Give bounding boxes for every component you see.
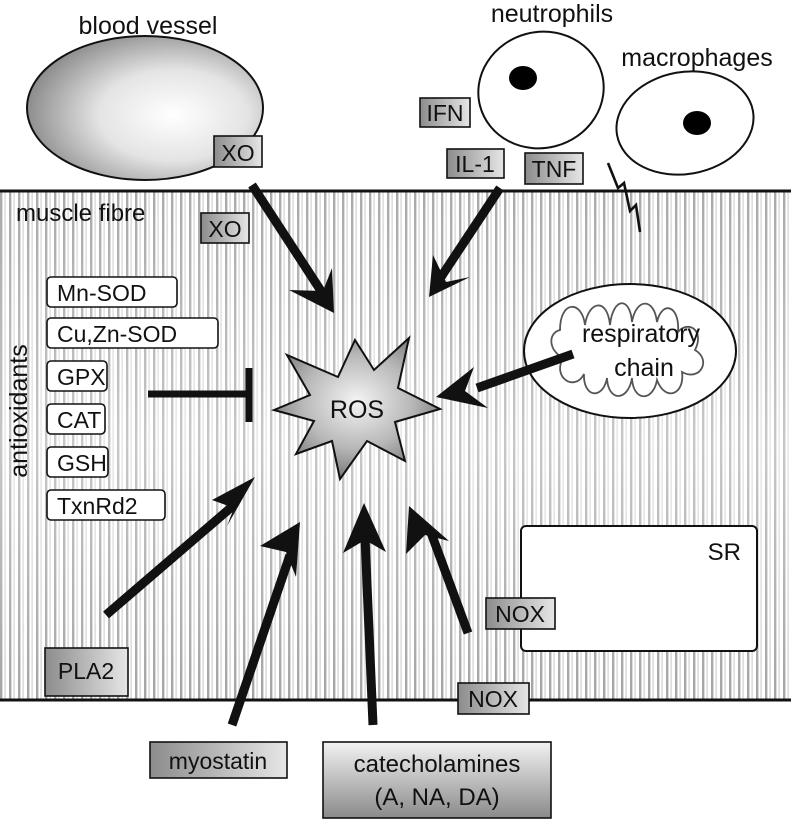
antioxidant-box — [46, 403, 106, 435]
antioxidant-box — [46, 317, 219, 349]
antioxidant-box — [46, 446, 109, 478]
chain-label: chain — [614, 354, 674, 382]
sarcoplasmic-reticulum — [520, 525, 758, 652]
macrophage-cell — [615, 70, 755, 176]
catecholamines-label: catecholamines — [354, 751, 521, 778]
antioxidant-list: Mn-SOD Cu,Zn-SOD GPX CAT GSH TxnRd2 — [46, 276, 219, 521]
xo-fibre-box — [200, 212, 250, 244]
arrowhead — [436, 367, 488, 408]
ifn-label: IFN — [426, 100, 463, 126]
il1-box — [446, 148, 505, 179]
blood-vessel-label: blood vessel — [79, 12, 218, 40]
xo-vessel-box — [213, 135, 263, 168]
myostatin-label: myostatin — [169, 748, 267, 774]
arrow-myostatin-to-ros — [227, 553, 295, 727]
arrowheads — [212, 255, 488, 577]
antioxidant-box — [46, 489, 166, 521]
nox-upper-box — [485, 597, 556, 630]
antioxidant-item: GSH — [57, 450, 107, 476]
arrow-nox-to-ros — [425, 528, 473, 635]
antioxidant-box — [46, 360, 108, 392]
arrowhead — [343, 503, 386, 553]
arrow-catecholamines-to-ros — [360, 536, 378, 726]
arrow-cytokines-to-ros — [437, 185, 504, 280]
ifn-box — [419, 97, 471, 128]
nox-upper-label: NOX — [495, 601, 545, 627]
pla2-box — [44, 647, 129, 697]
lightning-icon — [606, 162, 642, 233]
inhibition-bar — [148, 368, 253, 422]
macrophages-label: macrophages — [621, 44, 772, 72]
muscle-fibre-label: muscle fibre — [16, 200, 145, 227]
myostatin-box — [149, 741, 288, 779]
antioxidant-item: CAT — [57, 407, 101, 433]
antioxidant-item: GPX — [57, 364, 106, 390]
antioxidant-item: Cu,Zn-SOD — [57, 321, 177, 347]
antioxidants-label: antioxidants — [5, 344, 33, 477]
tnf-box — [524, 152, 584, 185]
antioxidant-box — [46, 276, 178, 308]
catecholamines-abbreviations-label: (A, NA, DA) — [374, 784, 499, 811]
arrow-respiratory-chain-to-ros — [475, 349, 575, 393]
ros-burst-icon — [270, 335, 443, 482]
nox-lower-box — [457, 682, 530, 715]
antioxidant-item: TxnRd2 — [57, 493, 138, 519]
arrow-pla2-to-ros — [103, 501, 237, 619]
neutrophils-label: neutrophils — [491, 0, 613, 28]
antioxidant-item: Mn-SOD — [57, 280, 146, 306]
blood-vessel — [26, 35, 264, 181]
pla2-label: PLA2 — [58, 658, 114, 684]
catecholamines-box — [322, 741, 552, 819]
arrowhead — [429, 255, 470, 297]
respiratory-label: respiratory — [582, 320, 701, 348]
neutrophil-cell — [477, 30, 605, 150]
arrowhead — [289, 268, 334, 313]
xo-fibre-label: XO — [208, 216, 241, 242]
arrowhead — [260, 522, 300, 577]
arrowhead — [406, 506, 449, 554]
il1-label: IL-1 — [455, 151, 495, 177]
xo-vessel-label: XO — [221, 140, 254, 166]
ros-label: ROS — [330, 396, 384, 424]
tnf-label: TNF — [532, 156, 577, 182]
arrow-xo-to-ros — [248, 182, 327, 297]
sr-label: SR — [708, 539, 741, 566]
arrowhead — [212, 477, 255, 526]
nox-lower-label: NOX — [468, 686, 518, 712]
mitochondrion — [523, 283, 737, 419]
